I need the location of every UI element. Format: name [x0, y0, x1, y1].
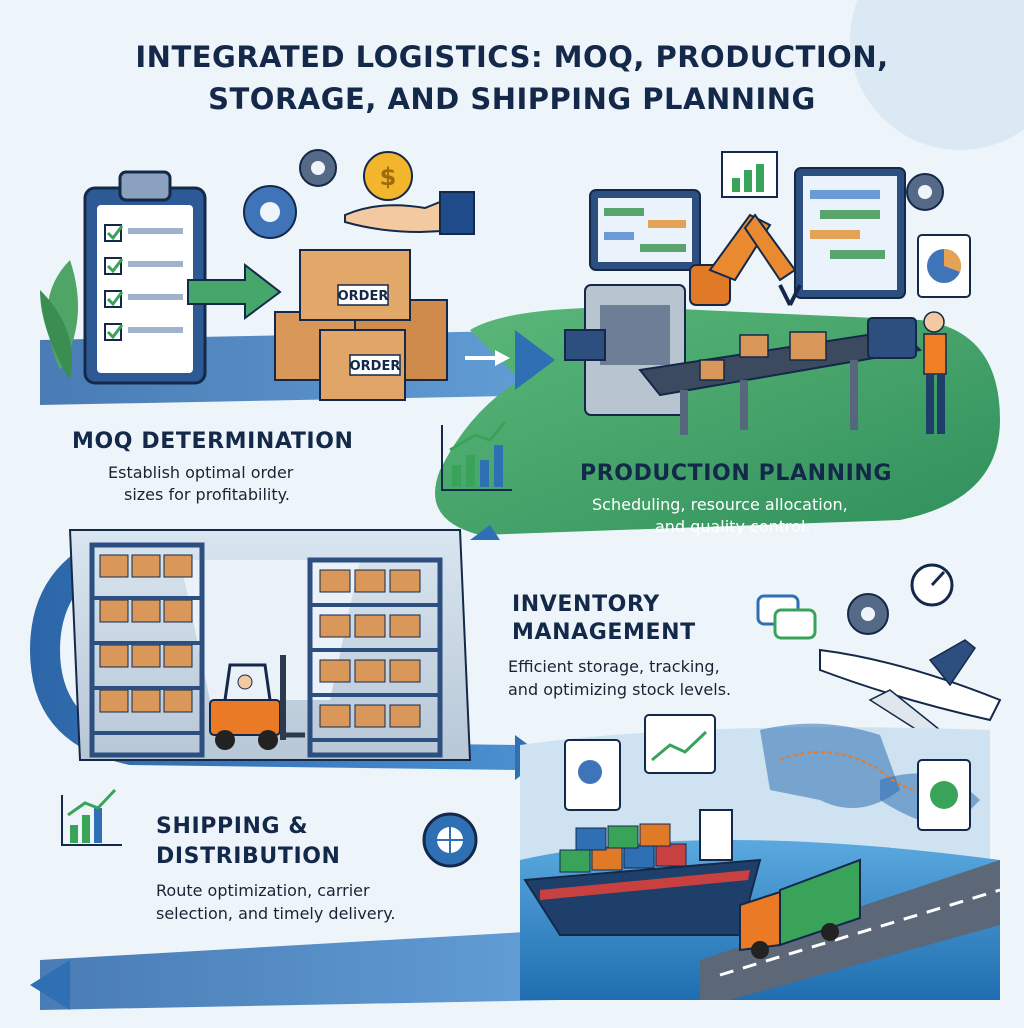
gear-icon: [243, 149, 337, 239]
growth-chart-icon: [441, 421, 512, 491]
growth-chart-icon: [61, 788, 122, 846]
moq-description-line-1: Establish optimal order: [108, 463, 294, 482]
moq-description-line-2: sizes for profitability.: [124, 485, 290, 504]
inventory-heading-line-1: INVENTORY: [512, 592, 660, 617]
flow-arrow-left: [470, 525, 500, 540]
clipboard-checklist-icon: [83, 170, 207, 385]
conveyor-icon: [638, 328, 923, 435]
road: [700, 860, 1001, 1000]
moq-heading: MOQ DETERMINATION: [72, 429, 354, 454]
leaf-icon: [40, 260, 78, 380]
shipping-description-line-2: selection, and timely delivery.: [156, 904, 396, 923]
svg-text:$: $: [380, 163, 397, 191]
pie-chart-icon: [917, 234, 971, 298]
arrow-right-icon: [187, 262, 282, 320]
production-heading: PRODUCTION PLANNING: [580, 461, 893, 486]
inventory-description-line-1: Efficient storage, tracking,: [508, 657, 720, 676]
dashboard-chart-icon: [564, 714, 971, 831]
flow-arrow-head-1: [495, 350, 510, 366]
chat-bubble-icon: [756, 594, 817, 640]
inventory-heading-line-2: MANAGEMENT: [512, 620, 696, 645]
inventory-description-line-2: and optimizing stock levels.: [508, 680, 732, 699]
gear-icon: [906, 173, 944, 211]
cargo-ship-icon: [523, 809, 762, 936]
flow-arrow-head-2: [515, 330, 555, 390]
truck-icon: [739, 858, 861, 959]
gear-icon: [847, 593, 889, 635]
flow-band-bottom: [40, 930, 560, 1010]
monitor-chart-icon: [589, 189, 701, 271]
warehouse-icon: [68, 529, 472, 761]
page-title-line-1: INTEGRATED LOGISTICS: MOQ, PRODUCTION,: [135, 40, 889, 74]
boxes-icon: [274, 249, 448, 401]
flow-arrow-bottom: [30, 960, 70, 1010]
worker-icon: [867, 311, 947, 434]
robot-arm-icon: [689, 213, 802, 306]
production-description-line-1: Scheduling, resource allocation,: [592, 495, 848, 514]
shipping-description-line-1: Route optimization, carrier: [156, 881, 370, 900]
monitor-schedule-icon: [794, 167, 906, 299]
box-label-1: ORDER: [338, 289, 389, 304]
decor-blob: [850, 0, 1024, 150]
shipping-heading-line-2: DISTRIBUTION: [156, 844, 341, 869]
shipping-heading-line-1: SHIPPING &: [156, 814, 309, 839]
flow-band-production: [435, 307, 1000, 535]
airplane-icon: [819, 639, 1002, 736]
page-title-line-2: STORAGE, AND SHIPPING PLANNING: [208, 82, 816, 116]
coin-hand-icon: $: [344, 151, 475, 235]
forklift-icon: [209, 655, 305, 750]
production-description-line-2: and quality control.: [655, 517, 811, 536]
box-label-2: ORDER: [350, 359, 401, 374]
gauge-icon: [910, 563, 954, 607]
globe-gear-icon: [422, 812, 478, 868]
bar-chart-icon: [721, 151, 778, 198]
